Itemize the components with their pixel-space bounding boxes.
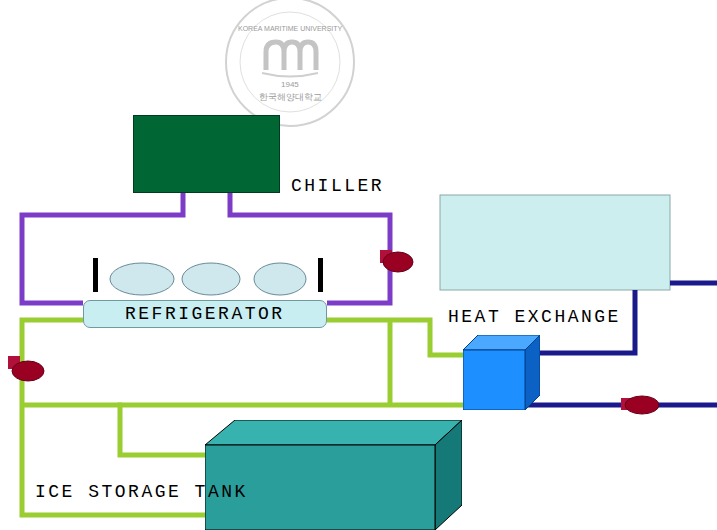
secondary-pipe bbox=[510, 403, 717, 408]
node-label: HEAT EXCHANGE bbox=[448, 307, 621, 327]
equipment-node: HEAT EXCHANGE bbox=[463, 335, 540, 410]
brine-pipe bbox=[388, 320, 393, 405]
watermark-text: 한국해양대학교 bbox=[259, 92, 322, 103]
load-box bbox=[440, 195, 670, 290]
frame-bar bbox=[318, 258, 323, 292]
equipment-node: CHILLER bbox=[133, 115, 280, 193]
watermark-text: KOREA MARITIME UNIVERSITY bbox=[238, 24, 342, 33]
compressor-oval bbox=[182, 263, 240, 295]
tank-top bbox=[205, 420, 462, 445]
cube-shape bbox=[463, 335, 540, 410]
watermark-text: 1945 bbox=[281, 80, 299, 90]
pump-symbol bbox=[383, 252, 413, 272]
node-label: ICE STORAGE TANK bbox=[35, 482, 248, 502]
cube-front bbox=[463, 350, 525, 410]
equipment-node: ICE STORAGE TANK bbox=[205, 420, 462, 530]
logo-ring bbox=[226, 0, 354, 126]
node-label: REFRIGERATOR bbox=[125, 304, 285, 324]
compressor-oval bbox=[254, 263, 306, 295]
pipe-connector bbox=[327, 320, 463, 355]
tank-side bbox=[435, 420, 462, 530]
pipe-connector bbox=[230, 193, 390, 303]
tank-shape bbox=[205, 420, 462, 530]
frame-bar bbox=[93, 258, 98, 292]
cube-side bbox=[525, 335, 540, 410]
pipe-connector bbox=[22, 193, 183, 303]
secondary-pipe bbox=[670, 281, 717, 286]
logo-emblem bbox=[266, 42, 316, 70]
pump-symbol bbox=[12, 361, 44, 381]
brine-pipe bbox=[22, 403, 122, 408]
process-box: REFRIGERATOR bbox=[83, 300, 327, 328]
pump-symbol bbox=[625, 396, 659, 414]
logo-wave bbox=[262, 73, 318, 77]
compressor-oval bbox=[110, 263, 174, 295]
node-label: CHILLER bbox=[291, 176, 384, 196]
